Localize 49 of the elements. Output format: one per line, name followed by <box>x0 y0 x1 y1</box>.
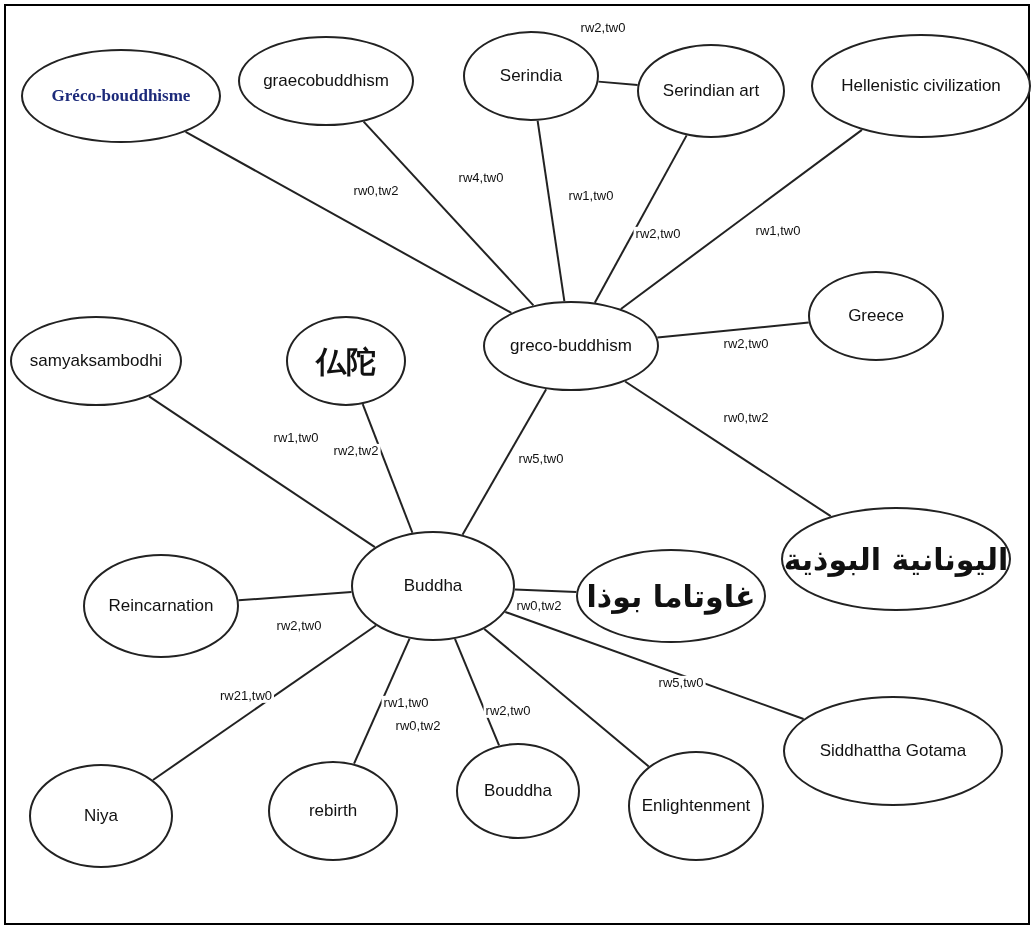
node-label: غاوتاما بوذا <box>586 579 756 613</box>
connector-line <box>619 128 863 310</box>
edge-label: rw5,tw0 <box>656 675 706 691</box>
edge-label: rw2,tw2 <box>331 443 381 459</box>
connector-line <box>513 588 578 593</box>
node-label: graecobuddhism <box>263 71 389 91</box>
node-label: Bouddha <box>483 781 553 801</box>
node-label: greco-buddhism <box>510 336 632 356</box>
node-label: Gréco-bouddhisme <box>51 86 191 106</box>
node-label: Serindia <box>499 66 563 86</box>
node-label: 仏陀 <box>316 344 376 378</box>
edge-label: rw1,tw0 <box>566 188 616 204</box>
stray-text: rw0,tw2 <box>393 718 443 734</box>
node-label: Reincarnation <box>108 596 214 616</box>
edge-label: rw0,tw2 <box>514 598 564 614</box>
node-label: Greece <box>848 306 904 326</box>
edge-label: rw4,tw0 <box>456 170 506 186</box>
connector-line <box>361 403 414 534</box>
node-label: Siddhattha Gotama <box>819 741 967 761</box>
edge-label: rw2,tw0 <box>721 336 771 352</box>
connector-line <box>536 119 566 303</box>
connector-line <box>624 380 832 518</box>
edge-label: rw21,tw0 <box>218 688 274 704</box>
node-label: Enlightenment <box>641 796 751 816</box>
edge-label: rw1,tw0 <box>381 695 431 711</box>
edge-label: rw0,tw2 <box>721 410 771 426</box>
node-label: samyaksambodhi <box>29 351 163 371</box>
edge-label: rw2,tw0 <box>578 20 628 36</box>
node-label: Serindian art <box>662 81 760 101</box>
edge-label: rw1,tw0 <box>271 430 321 446</box>
connector-line <box>483 627 650 768</box>
connector-line <box>151 624 377 781</box>
edge-label: rw5,tw0 <box>516 451 566 467</box>
edge-label: rw2,tw0 <box>483 703 533 719</box>
connector-line <box>184 130 513 314</box>
connector-line <box>237 591 353 602</box>
edge-label: rw2,tw0 <box>274 618 324 634</box>
edge-label: rw2,tw0 <box>633 226 683 242</box>
connector-line <box>656 321 810 339</box>
edge-label: rw0,tw2 <box>351 183 401 199</box>
connector-line <box>597 80 639 86</box>
connector-line <box>148 395 376 549</box>
node-label: اليونانية البوذية <box>783 542 1009 576</box>
connector-line <box>362 120 535 307</box>
node-label: rebirth <box>308 801 358 821</box>
edge-label: rw1,tw0 <box>753 223 803 239</box>
node-label: Niya <box>84 806 118 826</box>
node-label: Buddha <box>403 576 463 596</box>
node-label: Hellenistic civilization <box>841 76 1001 96</box>
